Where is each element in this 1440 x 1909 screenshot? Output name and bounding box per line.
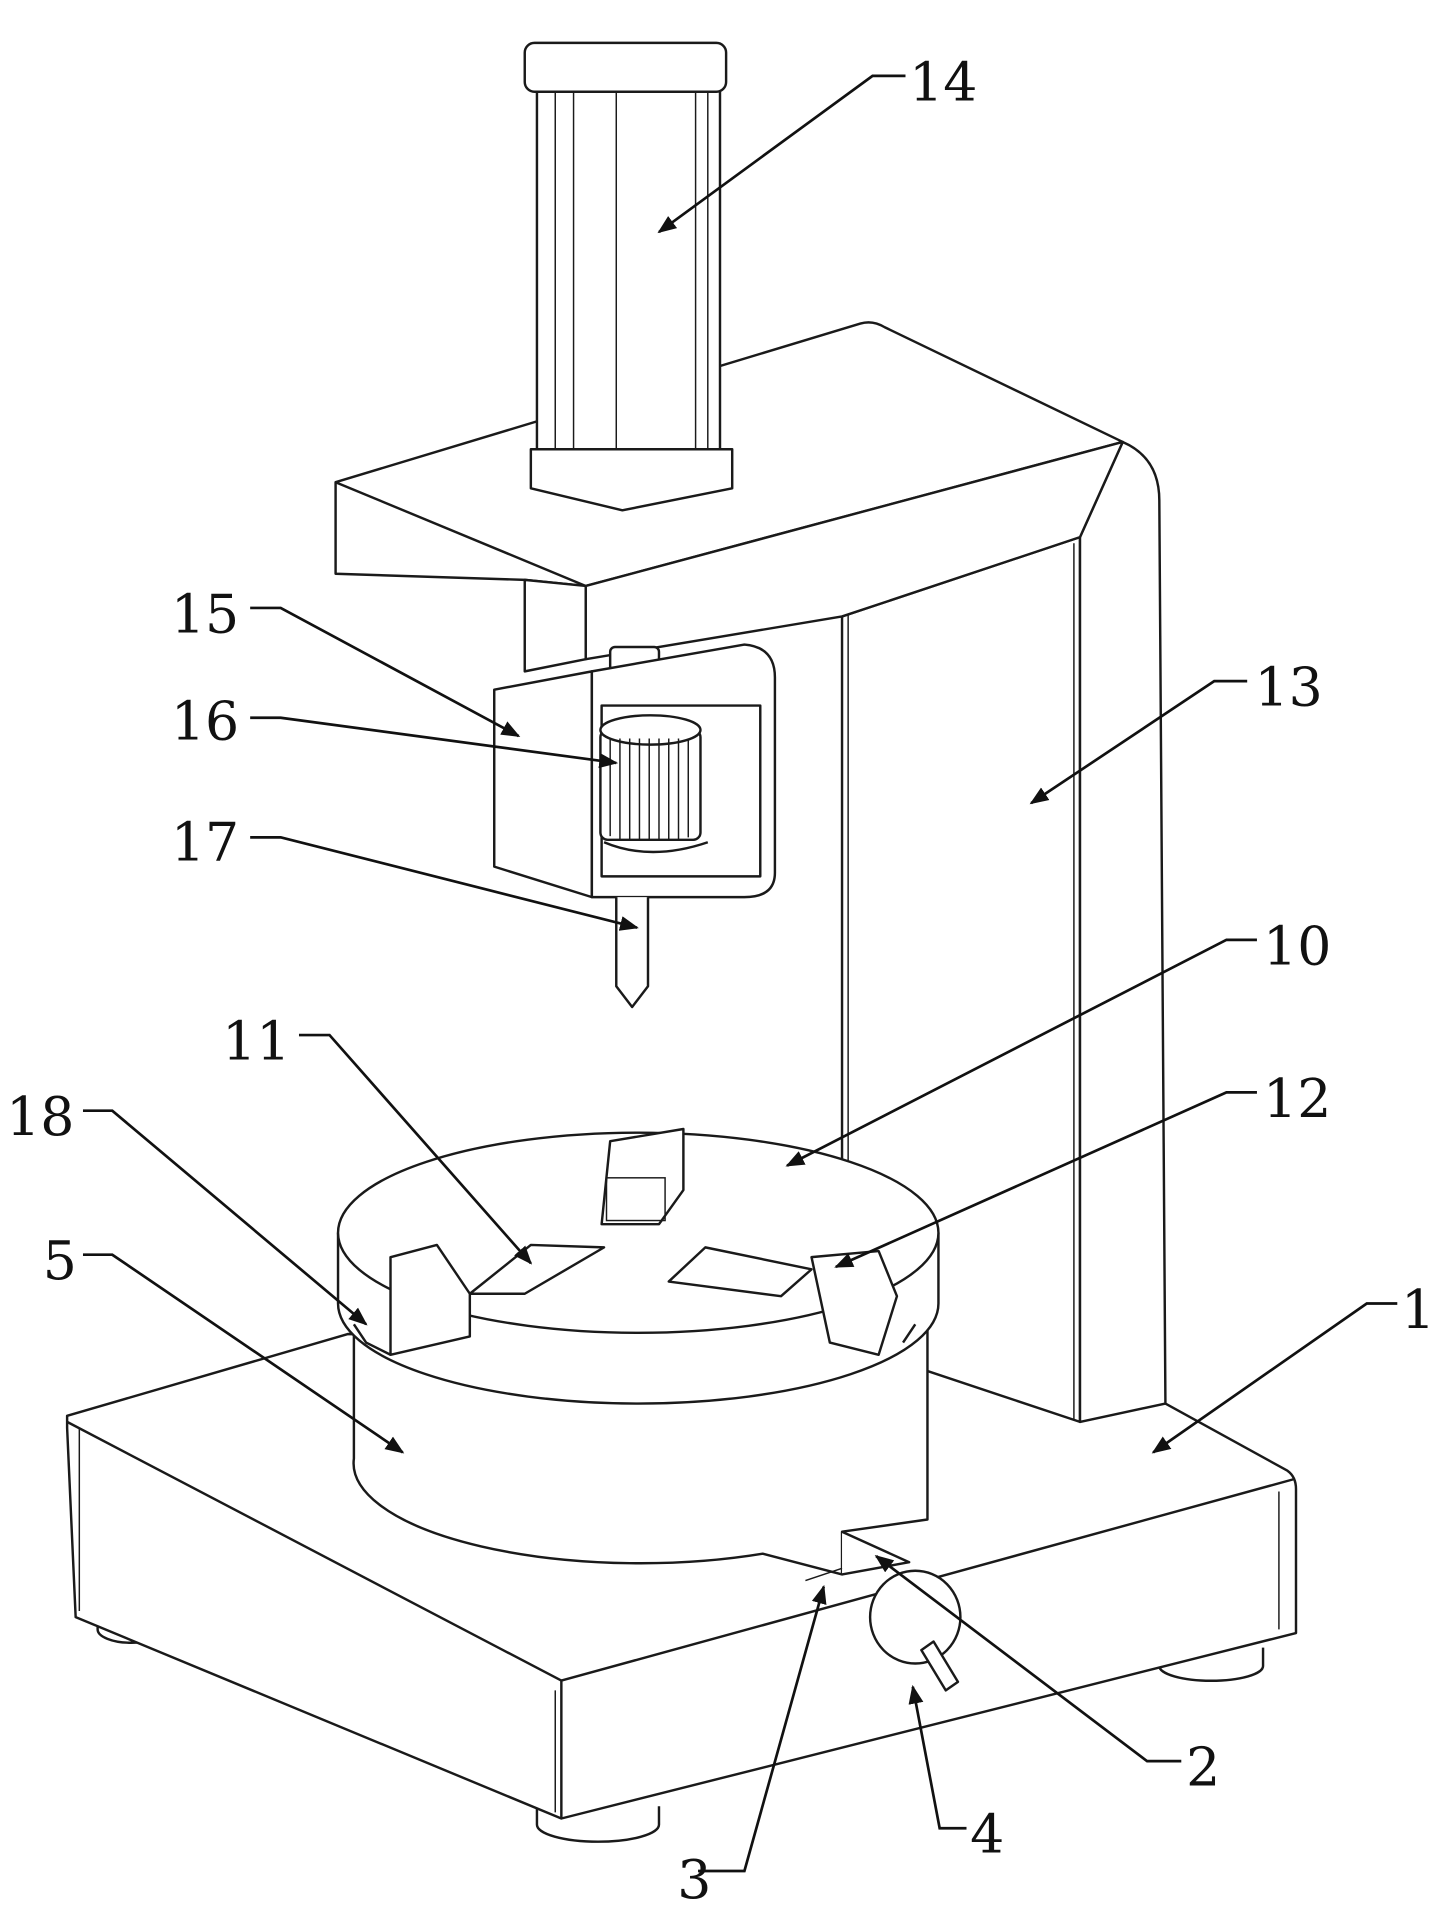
label-12: 12 [1263, 1067, 1331, 1130]
label-2: 2 [1186, 1736, 1220, 1799]
label-14: 14 [909, 50, 977, 113]
label-11: 11 [222, 1009, 290, 1072]
label-3: 3 [677, 1848, 711, 1909]
motor [600, 715, 707, 852]
air-cylinder [525, 43, 732, 510]
label-1: 1 [1401, 1278, 1435, 1341]
label-4: 4 [970, 1803, 1004, 1866]
label-18: 18 [6, 1085, 74, 1148]
label-17: 17 [171, 811, 239, 874]
motor-housing [494, 645, 775, 1007]
label-10: 10 [1263, 914, 1331, 977]
turntable [338, 1129, 938, 1404]
label-16: 16 [171, 690, 239, 753]
label-5: 5 [43, 1229, 77, 1292]
label-15: 15 [171, 582, 239, 645]
label-13: 13 [1255, 656, 1323, 719]
